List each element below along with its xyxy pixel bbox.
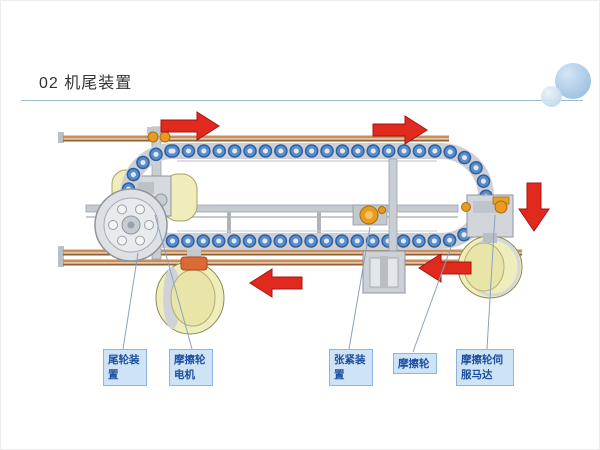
rail-clamp-bracket [147,127,169,134]
rail-top [58,132,449,143]
flow-arrow-right-top-left [160,111,220,141]
flow-arrow-left-bottom-middle [249,268,303,298]
leader-friction-wheel [412,238,455,353]
callout-tensioner: 张紧装置 [329,349,373,387]
bottom-drum-assembly [155,250,225,335]
leader-tail-wheel [122,252,139,350]
callout-friction-motor: 摩擦轮电机 [169,349,213,387]
flow-arrow-down-right [518,182,550,232]
leader-lines [122,214,496,353]
tail-wheel [94,188,168,262]
friction-servo-icon [494,200,508,214]
chain-loop [120,143,494,249]
callout-tail-wheel: 尾轮装置 [103,349,147,387]
clamp-roller-icon [159,131,171,143]
friction-drive-assembly [457,194,523,299]
leader-friction-motor [154,214,193,350]
leader-tensioner [348,226,371,350]
rail-clamp [180,256,208,271]
callout-friction-wheel: 摩擦轮 [393,353,437,374]
flow-arrow-right-top-middle [372,115,428,145]
clamp-roller-icon [147,131,159,143]
callout-friction-servo: 摩擦轮伺服马达 [456,349,514,387]
friction-wheel-icon [461,202,471,212]
flow-arrow-left-bottom-right [418,253,472,283]
title-divider [21,100,583,101]
leader-friction-servo [486,214,496,350]
decorative-circle-small [541,86,562,107]
page-title: 02 机尾装置 [39,75,133,92]
flow-arrows [160,111,550,298]
tension-assembly [352,158,406,294]
